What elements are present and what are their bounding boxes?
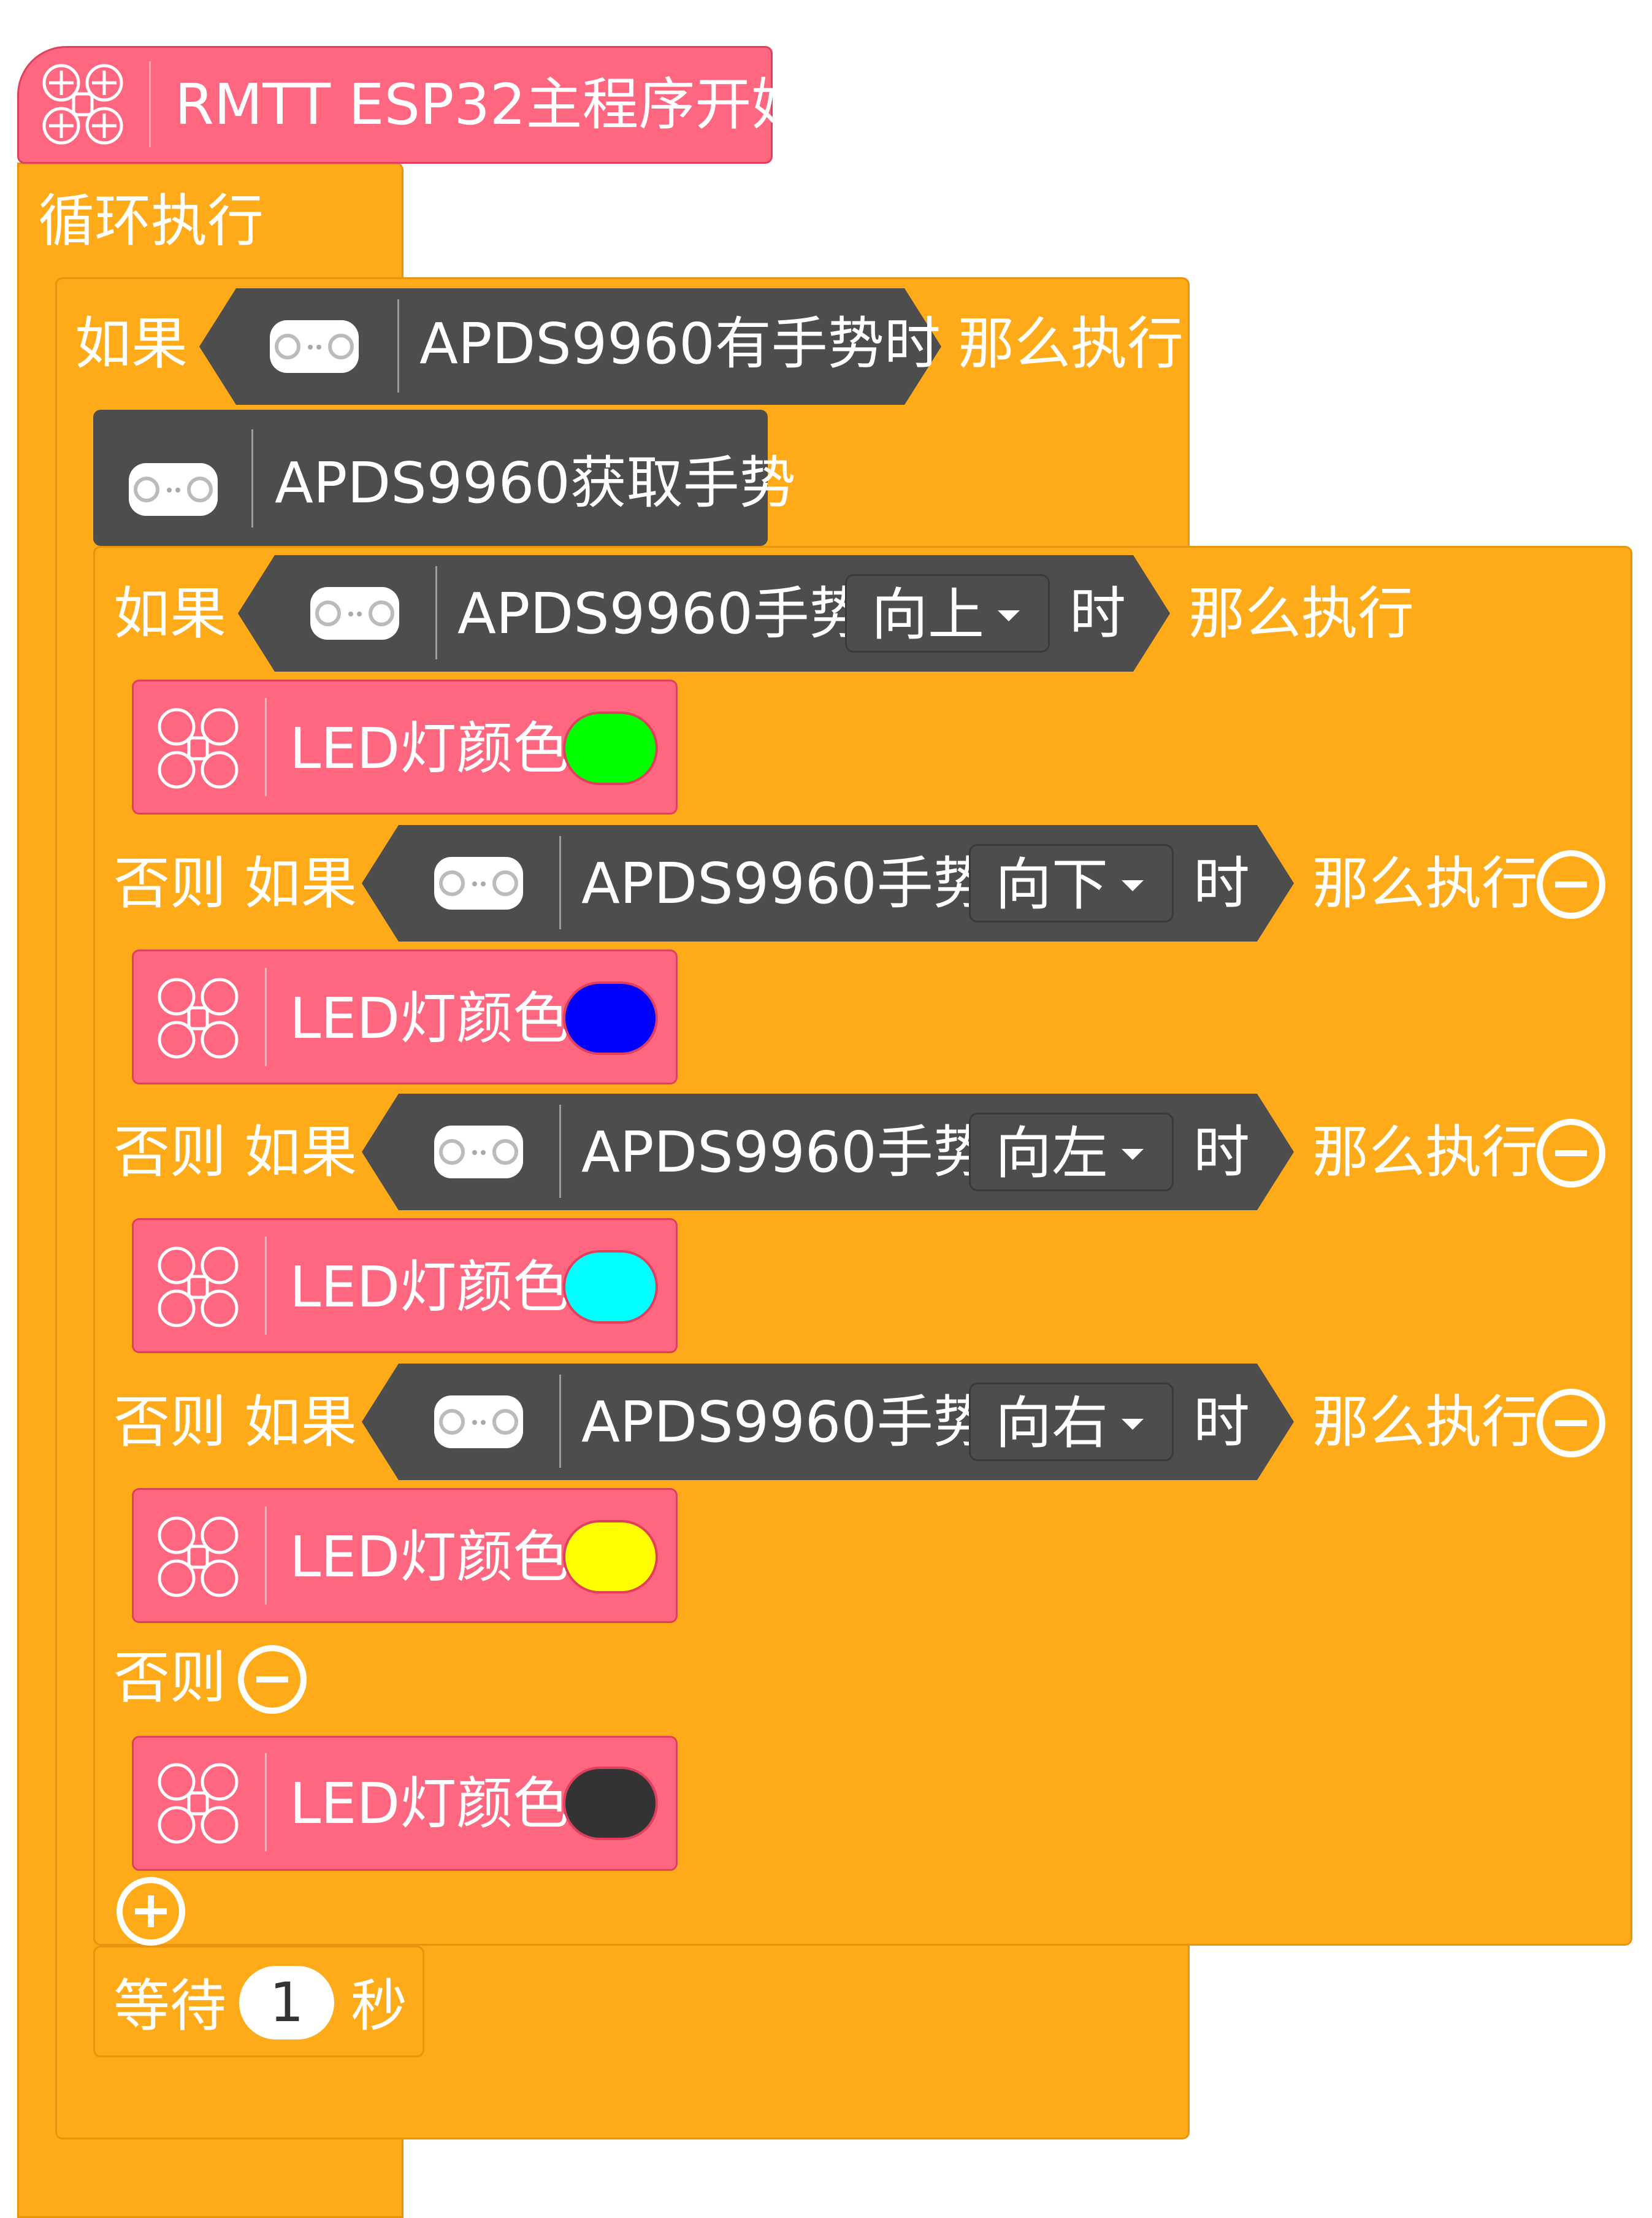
branch-sensor-label: APDS9960手势: [581, 851, 990, 916]
branch-then-label: 那么执行: [1312, 1389, 1539, 1455]
wait-seconds-input[interactable]: 1: [239, 1966, 334, 2040]
branch-prefix-label: 如果: [113, 581, 227, 647]
drone-icon: [37, 58, 129, 150]
branch-suffix-label: 时: [1069, 581, 1126, 647]
led-color-label: LED灯颜色: [289, 716, 570, 781]
main-start-hat-block[interactable]: [17, 46, 773, 164]
led-color-picker[interactable]: [563, 1250, 658, 1324]
remove-branch-button[interactable]: [1537, 1119, 1605, 1188]
branch-then-label: 那么执行: [1188, 581, 1415, 647]
get-gesture-label: APDS9960获取手势: [275, 450, 796, 516]
led-color-label: LED灯颜色: [289, 1254, 570, 1320]
gesture-sensor-icon: [434, 1126, 523, 1178]
outer-if-label: 如果: [75, 311, 188, 377]
led-separator: [265, 968, 267, 1066]
branch-then-label: 那么执行: [1312, 851, 1539, 916]
chevron-down-icon: [1122, 1419, 1144, 1430]
led-color-picker[interactable]: [563, 712, 658, 785]
branch-sensor-label: APDS9960手势: [457, 581, 866, 647]
outer-if-condition-label: APDS9960有手势时: [419, 311, 941, 377]
branch-prefix-label: 否则 如果: [113, 1389, 358, 1455]
dropdown-value: 向左: [995, 1121, 1109, 1186]
outer-if-then-label: 那么执行: [958, 311, 1184, 377]
else-led-color-picker[interactable]: [563, 1767, 658, 1840]
gesture-direction-dropdown[interactable]: 向右: [969, 1383, 1174, 1461]
led-separator: [265, 1506, 267, 1605]
branch-sensor-label: APDS9960手势: [581, 1119, 990, 1185]
hat-separator: [149, 61, 151, 147]
gesture-direction-dropdown[interactable]: 向上: [845, 574, 1050, 653]
gesture-sensor-icon: [310, 587, 399, 640]
led-separator: [265, 1237, 267, 1335]
drone-icon: [152, 1241, 244, 1333]
branch-sensor-label: APDS9960手势: [581, 1389, 990, 1455]
remove-branch-button[interactable]: [1537, 1389, 1605, 1457]
chevron-down-icon: [998, 610, 1020, 621]
gesture-direction-dropdown[interactable]: 向左: [969, 1113, 1174, 1191]
branch-prefix-label: 否则 如果: [113, 851, 358, 916]
remove-else-button[interactable]: [238, 1645, 307, 1714]
led-color-picker[interactable]: [563, 1520, 658, 1594]
add-branch-button[interactable]: [117, 1877, 185, 1946]
else-led-separator: [265, 1753, 267, 1851]
get-gesture-separator: [251, 429, 253, 528]
gesture-direction-dropdown[interactable]: 向下: [969, 844, 1174, 923]
drone-icon: [152, 972, 244, 1064]
else-label: 否则: [113, 1645, 227, 1711]
loop-label: 循环执行: [38, 188, 264, 254]
branch-suffix-label: 时: [1193, 1389, 1250, 1455]
branch-suffix-label: 时: [1193, 1119, 1250, 1185]
gesture-sensor-icon: [270, 320, 359, 373]
branch-separator: [559, 836, 561, 929]
dropdown-value: 向下: [995, 852, 1109, 918]
branch-separator: [559, 1105, 561, 1198]
branch-then-label: 那么执行: [1312, 1119, 1539, 1185]
branch-suffix-label: 时: [1193, 851, 1250, 916]
gesture-sensor-icon: [129, 463, 218, 516]
gesture-sensor-icon: [434, 857, 523, 910]
chevron-down-icon: [1122, 1149, 1144, 1160]
condition-separator: [397, 299, 399, 393]
wait-unit-label: 秒: [351, 1973, 408, 2039]
led-color-label: LED灯颜色: [289, 986, 570, 1051]
wait-label: 等待: [113, 1973, 227, 2039]
led-color-label: LED灯颜色: [289, 1524, 570, 1590]
drone-icon: [152, 1757, 244, 1849]
else-led-label: LED灯颜色: [289, 1771, 570, 1836]
chevron-down-icon: [1122, 880, 1144, 891]
branch-separator: [435, 566, 437, 659]
led-separator: [265, 698, 267, 796]
dropdown-value: 向右: [995, 1391, 1109, 1456]
drone-icon: [152, 702, 244, 794]
hat-label: RMTT ESP32主程序开始: [175, 72, 808, 137]
led-color-block[interactable]: [132, 680, 678, 815]
branch-prefix-label: 否则 如果: [113, 1119, 358, 1185]
branch-separator: [559, 1375, 561, 1468]
gesture-sensor-icon: [434, 1395, 523, 1448]
dropdown-value: 向上: [871, 582, 985, 648]
drone-icon: [152, 1511, 244, 1603]
led-color-picker[interactable]: [563, 981, 658, 1055]
remove-branch-button[interactable]: [1537, 850, 1605, 919]
